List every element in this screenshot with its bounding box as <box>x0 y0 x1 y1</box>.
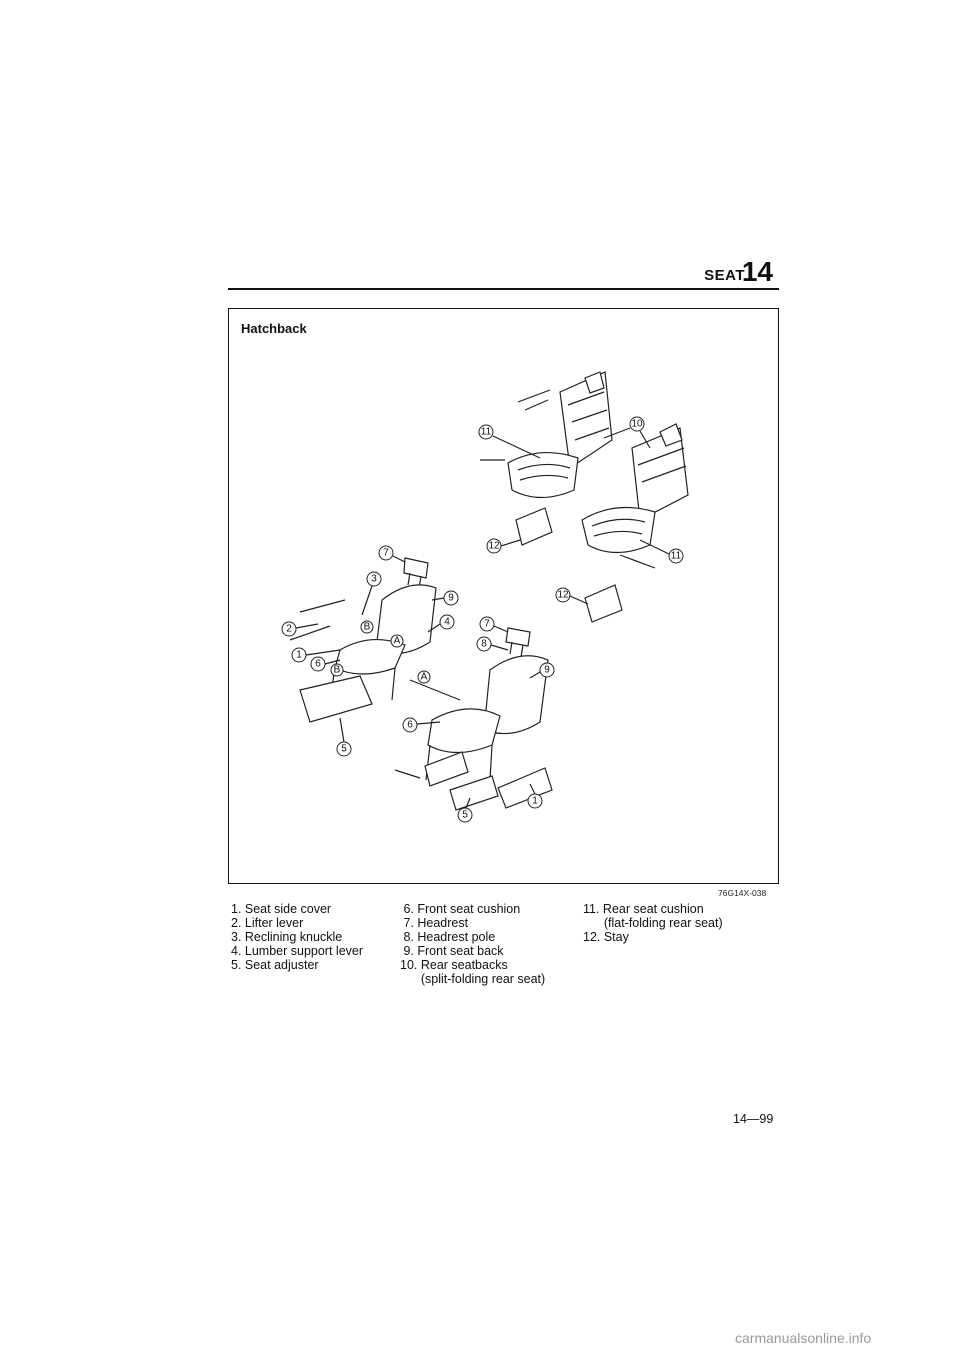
callout-3: 3 <box>361 571 382 616</box>
svg-text:3: 3 <box>371 574 377 585</box>
callout-9-left: 9 <box>431 590 459 606</box>
page-header: SEAT 14 <box>228 252 779 290</box>
callout-B-lower: B <box>330 663 344 677</box>
legend-column-3: 11. Rear seat cushion (flat-folding rear… <box>583 902 723 944</box>
svg-text:9: 9 <box>544 665 550 676</box>
svg-text:8: 8 <box>481 639 487 650</box>
legend-item: 10. Rear seatbacks <box>400 958 508 972</box>
legend-item: 1. Seat side cover <box>231 902 332 916</box>
front-seat-left <box>289 557 437 723</box>
callout-5-right: 5 <box>457 797 473 823</box>
figure-code: 76G14X-038 <box>718 888 767 898</box>
callout-1-left: 1 <box>291 647 341 663</box>
svg-text:5: 5 <box>341 744 347 755</box>
legend-item: 9. Front seat back <box>400 944 504 958</box>
watermark: carmanualsonline.info <box>735 1330 872 1346</box>
front-seat-right <box>394 627 553 811</box>
callout-7-right: 7 <box>479 616 509 633</box>
svg-text:B: B <box>364 622 371 633</box>
svg-text:6: 6 <box>407 720 413 731</box>
svg-text:7: 7 <box>383 548 389 559</box>
callout-6-left: 6 <box>310 656 341 672</box>
legend-item: 5. Seat adjuster <box>231 958 319 972</box>
legend-item: 4. Lumber support lever <box>231 944 364 958</box>
callout-10: 10 <box>603 416 651 449</box>
figure-title: Hatchback <box>241 321 307 336</box>
callout-1-right: 1 <box>527 783 543 809</box>
legend-item: 12. Stay <box>583 930 629 944</box>
callout-11-right: 11 <box>639 539 684 564</box>
svg-text:11: 11 <box>481 427 492 438</box>
legend-item: 3. Reclining knuckle <box>231 930 343 944</box>
svg-text:12: 12 <box>488 541 500 552</box>
svg-text:1: 1 <box>296 650 302 661</box>
page-number: 14—99 <box>733 1112 774 1126</box>
svg-text:5: 5 <box>462 810 468 821</box>
callout-12-right: 12 <box>555 587 589 605</box>
legend-item: 11. Rear seat cushion <box>583 902 704 916</box>
rear-seat-left <box>480 371 613 546</box>
svg-text:7: 7 <box>484 619 490 630</box>
section-title: SEAT <box>704 267 745 284</box>
callout-A-lower: A <box>417 670 431 684</box>
legend-column-2: 6. Front seat cushion 7. Headrest 8. Hea… <box>400 902 545 986</box>
legend-item: 6. Front seat cushion <box>400 902 521 916</box>
legend-item: (flat-folding rear seat) <box>583 916 723 930</box>
svg-text:A: A <box>421 672 428 683</box>
svg-text:6: 6 <box>315 659 321 670</box>
callout-9-right: 9 <box>529 662 555 679</box>
header-rule <box>228 288 779 290</box>
callout-B-upper: B <box>360 620 374 634</box>
callout-6-right: 6 <box>402 717 441 733</box>
callout-12-top: 12 <box>486 538 521 554</box>
svg-text:1: 1 <box>532 796 538 807</box>
callout-4: 4 <box>427 614 455 633</box>
section-number: 14 <box>741 256 773 287</box>
svg-text:A: A <box>394 636 401 647</box>
svg-text:9: 9 <box>448 593 454 604</box>
callout-A-upper: A <box>390 634 404 648</box>
callout-5-left: 5 <box>336 717 352 757</box>
legend-item: 2. Lifter lever <box>231 916 304 930</box>
legend-item: 8. Headrest pole <box>400 930 496 944</box>
svg-text:12: 12 <box>557 590 569 601</box>
svg-text:B: B <box>334 665 341 676</box>
legend-item: 7. Headrest <box>400 916 469 930</box>
svg-text:10: 10 <box>631 419 643 430</box>
legend-item: (split-folding rear seat) <box>400 972 546 986</box>
svg-text:11: 11 <box>671 551 682 562</box>
rear-seat-right <box>581 423 689 623</box>
svg-text:2: 2 <box>286 624 292 635</box>
callout-8: 8 <box>476 636 509 652</box>
callout-2: 2 <box>281 621 319 637</box>
svg-text:4: 4 <box>444 617 450 628</box>
callout-11-top: 11 <box>478 424 541 459</box>
legend-column-1: 1. Seat side cover 2. Lifter lever 3. Re… <box>231 902 363 972</box>
figure-frame: Hatchback <box>228 308 779 884</box>
callout-7-left: 7 <box>378 545 406 563</box>
